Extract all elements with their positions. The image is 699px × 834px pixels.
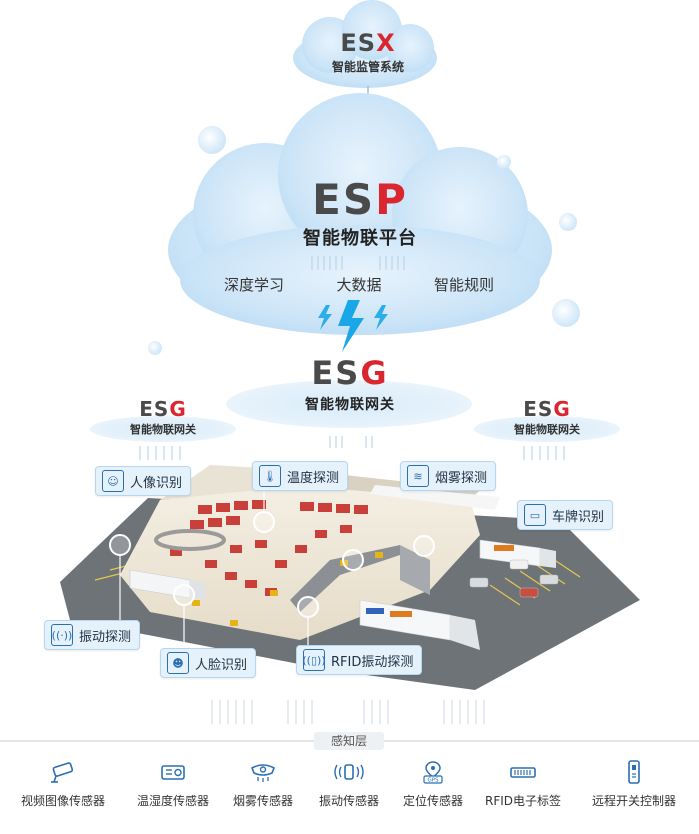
data-lines [139, 256, 565, 460]
sensor-label: 烟雾传感器 [232, 794, 293, 808]
esp-cloud [168, 93, 552, 335]
esp-logo: ESP [312, 175, 408, 224]
thermo-hygro-icon [161, 765, 185, 780]
rfid-tag-icon [510, 767, 536, 778]
esg-right-logo: ESG [523, 397, 571, 421]
car-plate-icon: ▭ [524, 504, 546, 526]
esg-center-subtitle: 智能物联网关 [305, 397, 395, 413]
remote-switch-icon [628, 760, 640, 784]
esx-logo: ESX [340, 29, 396, 57]
sensor-remote-switch[interactable]: 远程开关控制器 [584, 760, 684, 809]
tag-rfid-vibration-detection[interactable]: ((▯)) RFID振动探测 [296, 645, 423, 675]
sensor-label: 远程开关控制器 [591, 794, 676, 808]
lightning-icon [318, 300, 388, 352]
esx-block: ESX 智能监管系统 [300, 30, 436, 75]
esp-features: 深度学习 大数据 智能规则 [224, 274, 494, 295]
gps-icon: GPS [423, 761, 443, 784]
sensor-label: RFID电子标签 [484, 794, 562, 808]
vibration-icon: ((·)) [51, 624, 73, 646]
sensor-temp-humidity[interactable]: 温湿度传感器 [128, 760, 218, 809]
feature-smart-rules: 智能规则 [433, 276, 494, 294]
tag-face-recognition[interactable]: ☻ 人脸识别 [160, 648, 257, 678]
feature-big-data: 大数据 [336, 276, 382, 294]
esx-subtitle: 智能监管系统 [331, 60, 404, 74]
sensor-rfid-tag[interactable]: RFID电子标签 [478, 760, 568, 809]
person-recognition-icon: ☺ [102, 470, 124, 492]
sensor-label: 振动传感器 [318, 794, 379, 808]
vibration-icon [334, 764, 364, 780]
bubble [198, 126, 226, 154]
sensor-positioning[interactable]: GPS 定位传感器 [388, 760, 478, 809]
esg-center-ellipse [226, 380, 472, 428]
sensor-vibration[interactable]: 振动传感器 [304, 760, 394, 809]
bubble [497, 155, 511, 169]
esg-left-logo: ESG [139, 397, 187, 421]
smoke-icon: ≋ [407, 465, 429, 487]
rfid-icon: ((▯)) [302, 649, 326, 671]
tag-person-recognition[interactable]: ☺ 人像识别 [95, 466, 192, 496]
sensor-video-image[interactable]: 视频图像传感器 [18, 760, 108, 809]
data-lines [211, 700, 485, 724]
bubble [552, 299, 580, 327]
sensor-label: 视频图像传感器 [20, 794, 105, 808]
smoke-detector-icon [250, 764, 276, 782]
truck [359, 599, 480, 650]
esg-left-subtitle: 智能物联网关 [130, 423, 196, 436]
bubble [559, 213, 577, 231]
tag-temperature-detection[interactable]: 🌡 温度探测 [252, 461, 349, 491]
esg-left-block: ESG 智能物联网关 [103, 398, 223, 437]
esg-right-subtitle: 智能物联网关 [514, 423, 580, 436]
esg-right-block: ESG 智能物联网关 [487, 398, 607, 437]
bubble [148, 341, 162, 355]
tag-smoke-detection[interactable]: ≋ 烟雾探测 [400, 461, 497, 491]
tag-plate-recognition[interactable]: ▭ 车牌识别 [517, 500, 614, 530]
esp-block: ESP 智能物联平台 [250, 178, 470, 250]
perception-layer-label: 感知层 [314, 732, 384, 750]
sensor-label: 定位传感器 [402, 794, 463, 808]
warehouse-illustration [60, 465, 640, 690]
sensor-smoke[interactable]: 烟雾传感器 [218, 760, 308, 809]
esg-left-ellipse [90, 416, 236, 442]
face-recognition-icon: ☻ [167, 652, 189, 674]
truck [479, 539, 556, 568]
camera-icon [51, 762, 74, 783]
sensor-label: 温湿度传感器 [136, 794, 209, 808]
esp-subtitle: 智能物联平台 [303, 228, 417, 249]
thermometer-icon: 🌡 [259, 465, 281, 487]
esx-cloud [293, 0, 437, 88]
svg-text:GPS: GPS [427, 778, 439, 784]
tag-vibration-detection[interactable]: ((·)) 振动探测 [44, 620, 141, 650]
feature-deep-learning: 深度学习 [224, 276, 285, 294]
esg-center-logo: ESG [311, 354, 389, 392]
esg-right-ellipse [474, 416, 620, 442]
esg-center-block: ESG 智能物联网关 [262, 356, 438, 414]
